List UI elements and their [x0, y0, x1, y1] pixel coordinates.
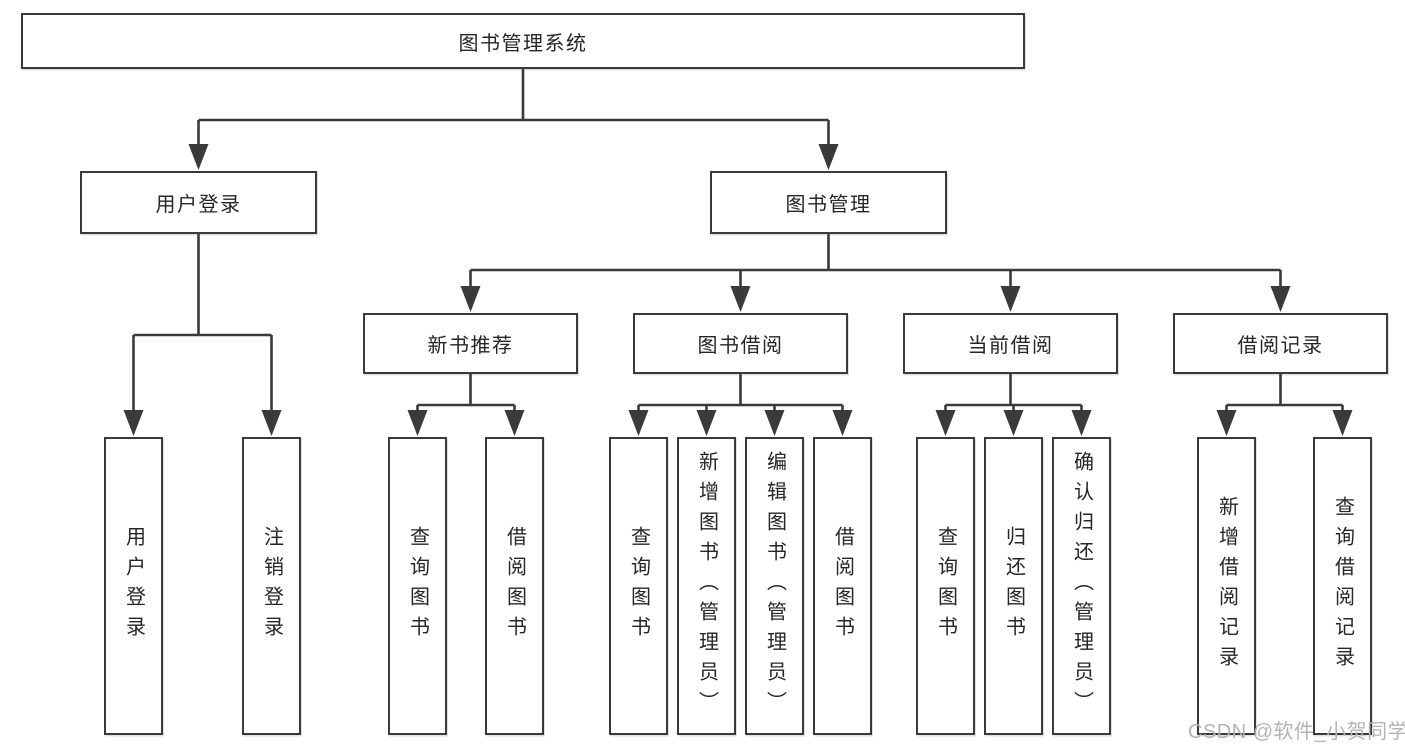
leaf-borrow-books: 借阅图书 [813, 437, 872, 735]
leaf-add-borrow-record: 新增借阅记录 [1197, 437, 1256, 735]
leaf-query-books: 查询图书 [388, 437, 447, 735]
connector-currentborrow-to-leaves [944, 374, 1083, 416]
leaf-label: 新增借阅记录 [1215, 496, 1238, 676]
arrowhead-down-icon [123, 410, 144, 436]
leaf-label: 归还图书 [1002, 526, 1025, 646]
arrowhead-down-icon [1000, 286, 1021, 312]
arrowhead-down-icon [1332, 410, 1353, 436]
arrowhead-down-icon [764, 410, 785, 436]
connector-bookmgmt-to-level3 [469, 234, 1282, 292]
arrowhead-down-icon [1216, 410, 1237, 436]
arrowhead-down-icon [832, 410, 853, 436]
arrowhead-down-icon [261, 410, 282, 436]
leaf-label: 借阅图书 [831, 526, 854, 646]
leaf-label: 查询图书 [934, 526, 957, 646]
leaf-label: 新增图书（管理员） [695, 451, 718, 721]
leaf-label: 借阅图书 [503, 526, 526, 646]
arrowhead-down-icon [188, 144, 209, 170]
node-label: 新书推荐 [427, 335, 514, 357]
arrowhead-down-icon [1003, 410, 1024, 436]
leaf-confirm-return-admin: 确认归还（管理员） [1052, 437, 1111, 735]
leaf-user-login: 用户登录 [104, 437, 163, 735]
node-library-management-system: 图书管理系统 [21, 13, 1025, 69]
leaf-label: 注销登录 [260, 526, 283, 646]
node-label: 图书借阅 [697, 335, 784, 357]
node-label: 图书管理 [785, 194, 872, 216]
node-label: 图书管理系统 [458, 32, 588, 55]
arrowhead-down-icon [1270, 286, 1291, 312]
connector-userlogin-to-leaves [132, 234, 273, 416]
arrowhead-down-icon [1071, 410, 1092, 436]
node-borrow-records: 借阅记录 [1173, 313, 1388, 374]
arrowhead-down-icon [818, 144, 839, 170]
node-book-management: 图书管理 [710, 171, 947, 234]
leaf-label: 确认归还（管理员） [1070, 451, 1093, 721]
arrowhead-down-icon [628, 410, 649, 436]
node-new-book-recommend: 新书推荐 [363, 313, 578, 374]
arrowhead-down-icon [407, 410, 428, 436]
arrowhead-down-icon [730, 286, 751, 312]
leaf-label: 查询图书 [627, 526, 650, 646]
csdn-watermark: CSDN @软件_小贺同学 [1188, 721, 1405, 743]
leaf-edit-books-admin: 编辑图书（管理员） [745, 437, 804, 735]
leaf-query-borrow-record: 查询借阅记录 [1313, 437, 1372, 735]
node-label: 用户登录 [155, 194, 242, 216]
arrowhead-down-icon [504, 410, 525, 436]
leaf-query-books: 查询图书 [609, 437, 668, 735]
node-current-borrowing: 当前借阅 [903, 313, 1118, 374]
connector-borrowrecords-to-leaves [1225, 374, 1344, 416]
connector-newbookrec-to-leaves [416, 374, 516, 416]
arrowhead-down-icon [696, 410, 717, 436]
leaf-borrow-books: 借阅图书 [485, 437, 544, 735]
leaf-label: 用户登录 [122, 526, 145, 646]
arrowhead-down-icon [935, 410, 956, 436]
leaf-query-books: 查询图书 [916, 437, 975, 735]
leaf-label: 编辑图书（管理员） [763, 451, 786, 721]
node-label: 当前借阅 [967, 335, 1054, 357]
arrowhead-down-icon [460, 286, 481, 312]
leaf-add-books-admin: 新增图书（管理员） [677, 437, 736, 735]
leaf-return-books: 归还图书 [984, 437, 1043, 735]
node-label: 借阅记录 [1237, 335, 1324, 357]
connector-bookborrow-to-leaves [637, 374, 844, 416]
leaf-label: 查询借阅记录 [1331, 496, 1354, 676]
node-user-login: 用户登录 [80, 171, 317, 234]
leaf-label: 查询图书 [406, 526, 429, 646]
connector-root-to-level2 [197, 69, 830, 150]
node-book-borrowing: 图书借阅 [633, 313, 848, 374]
leaf-logout: 注销登录 [242, 437, 301, 735]
